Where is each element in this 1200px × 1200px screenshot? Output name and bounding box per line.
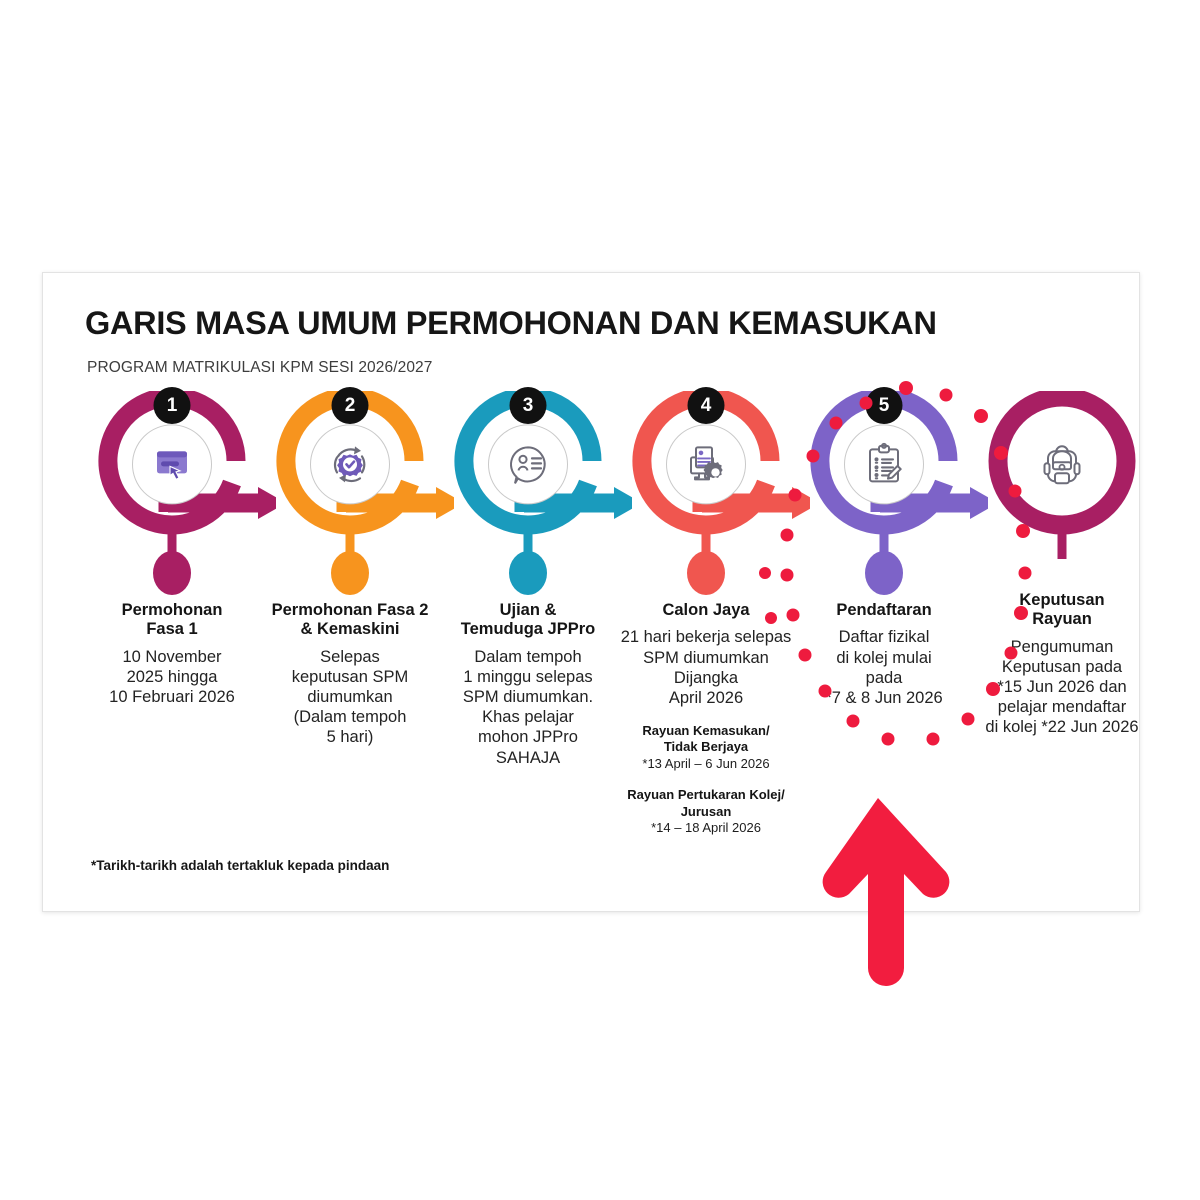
- step-3-detail: Dalam tempoh 1 minggu selepas SPM diumum…: [462, 647, 594, 767]
- timeline-step-5[interactable]: 5: [795, 387, 988, 707]
- timeline-step-4[interactable]: 4 Cal: [617, 387, 810, 835]
- step-1-detail: 10 November 2025 hingga 10 Februari 2026: [109, 647, 235, 707]
- step-6-detail: Pengumuman Keputusan pada *15 Jun 2026 d…: [985, 637, 1139, 737]
- step-4-detail: 21 hari bekerja selepas SPM diumumkan Di…: [620, 628, 792, 707]
- step-4-label: Calon Jaya: [662, 601, 750, 619]
- gear-refresh-icon: [310, 424, 390, 505]
- step-3-stem-dot: [509, 551, 547, 595]
- step-5-stem: [879, 516, 889, 558]
- backpack-icon: [1019, 421, 1105, 508]
- step-3-number-badge: 3: [509, 387, 547, 424]
- timeline-step-1[interactable]: 1 Permohonan Fasa 1 10 November 2025 hin…: [83, 387, 276, 706]
- step-5-text: Pendaftaran Daftar fizikal di kolej mula…: [786, 601, 982, 708]
- step-3-stem: [523, 516, 533, 558]
- step-4-subnote-1-date: *13 April – 6 Jun 2026: [642, 755, 770, 771]
- step-4-number-badge: 4: [687, 387, 725, 424]
- step-1-stem-dot: [153, 551, 191, 595]
- timeline-step-2[interactable]: 2: [261, 387, 454, 746]
- step-3-ring: 3: [454, 387, 632, 541]
- step-6-label: Keputusan Rayuan: [1019, 591, 1105, 629]
- step-4-text: Calon Jaya 21 hari bekerja selepas SPM d…: [595, 601, 817, 837]
- step-1-ring: 1: [98, 387, 276, 541]
- step-4-subnote-2-date: *14 – 18 April 2026: [651, 820, 761, 836]
- highlight-dot: [846, 714, 860, 728]
- step-5-detail: Daftar fizikal di kolej mulai pada *7 & …: [825, 628, 943, 707]
- step-2-detail: Selepas keputusan SPM diumumkan (Dalam t…: [291, 647, 409, 747]
- step-2-label: Permohonan Fasa 2 & Kemaskini: [271, 601, 429, 639]
- step-2-stem: [345, 516, 355, 558]
- step-2-number-badge: 2: [331, 387, 369, 424]
- highlight-dot: [780, 568, 794, 582]
- step-6-stem: [1057, 521, 1067, 559]
- page-title: GARIS MASA UMUM PERMOHONAN DAN KEMASUKAN: [85, 305, 937, 341]
- clipboard-checklist-icon: [844, 424, 924, 505]
- highlight-dot: [759, 567, 771, 579]
- timeline-step-3[interactable]: 3 Ujian & Temuduga JPPro Dalam tempo: [439, 387, 632, 767]
- step-2-text: Permohonan Fasa 2 & Kemaskini Selepas ke…: [242, 601, 458, 748]
- step-6-ring: [988, 391, 1136, 541]
- form-click-icon: [132, 424, 212, 505]
- step-4-stem-dot: [687, 551, 725, 595]
- timeline: 1 Permohonan Fasa 1 10 November 2025 hin…: [43, 273, 1141, 913]
- step-5-stem-dot: [865, 551, 903, 595]
- timeline-step-6[interactable]: Keputusan Rayuan Pengumuman Keputusan pa…: [973, 391, 1151, 736]
- step-2-stem-dot: [331, 551, 369, 595]
- step-3-text: Ujian & Temuduga JPPro Dalam tempoh 1 mi…: [428, 601, 628, 768]
- highlight-dot: [881, 732, 895, 746]
- page-subtitle: PROGRAM MATRIKULASI KPM SESI 2026/2027: [87, 359, 433, 376]
- step-4-subnote-2-title: Rayuan Pertukaran Kolej/ Jurusan: [627, 787, 785, 819]
- footnote: *Tarikh-tarikh adalah tertakluk kepada p…: [91, 858, 390, 873]
- step-4-ring: 4: [632, 387, 810, 541]
- step-3-label: Ujian & Temuduga JPPro: [460, 601, 596, 639]
- step-5-number-badge: 5: [865, 387, 903, 424]
- interview-bubble-icon: [488, 424, 568, 505]
- callout-arrow-icon: [822, 798, 950, 986]
- step-4-stem: [701, 516, 711, 558]
- step-2-ring: 2: [276, 387, 454, 541]
- step-5-label: Pendaftaran: [836, 601, 932, 619]
- highlight-dot: [1018, 566, 1032, 580]
- document-gear-icon: [666, 424, 746, 505]
- step-1-stem: [167, 516, 177, 558]
- infographic-card: GARIS MASA UMUM PERMOHONAN DAN KEMASUKAN…: [42, 272, 1140, 912]
- highlight-dot: [926, 732, 940, 746]
- step-6-text: Keputusan Rayuan Pengumuman Keputusan pa…: [958, 591, 1166, 738]
- step-1-number-badge: 1: [153, 387, 191, 424]
- step-4-subnote-1-title: Rayuan Kemasukan/ Tidak Berjaya: [642, 722, 770, 755]
- step-1-label: Permohonan Fasa 1: [121, 601, 223, 639]
- step-5-ring: 5: [810, 387, 988, 541]
- step-1-text: Permohonan Fasa 1 10 November 2025 hingg…: [72, 601, 272, 707]
